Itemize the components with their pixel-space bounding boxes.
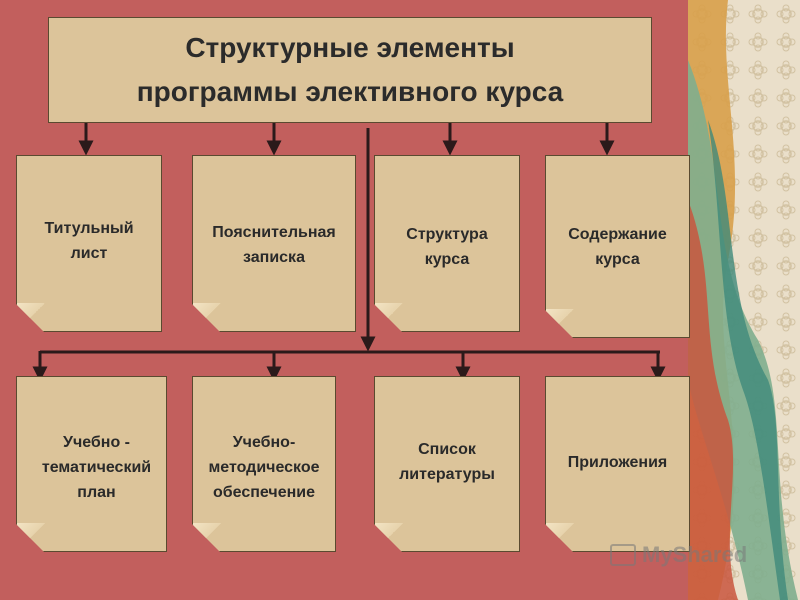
card-title-page: Титульный лист: [16, 155, 162, 332]
watermark-text: MyShared: [642, 542, 748, 567]
card-label: Учебно- методическое обеспечение: [208, 434, 320, 501]
card-explanatory-note: Пояснительная записка: [192, 155, 356, 332]
card-label: Пояснительная записка: [212, 224, 336, 266]
card-label: Структура курса: [406, 226, 488, 268]
title-box: Структурные элементы программы элективно…: [48, 17, 652, 123]
decorative-side-pattern: [688, 0, 800, 600]
card-label: Титульный лист: [44, 220, 134, 262]
card-course-structure: Структура курса: [374, 155, 520, 332]
card-methodical-support: Учебно- методическое обеспечение: [192, 376, 336, 552]
card-label: Приложения: [567, 454, 668, 471]
card-label: Учебно - тематический план: [41, 434, 152, 501]
watermark: MyShared: [610, 540, 780, 570]
card-label: Содержание курса: [568, 226, 667, 268]
card-label: Список литературы: [399, 441, 495, 483]
title-line-1: Структурные элементы: [185, 32, 515, 63]
card-course-content: Содержание курса: [545, 155, 690, 338]
card-appendices: Приложения: [545, 376, 690, 552]
title-line-2: программы элективного курса: [136, 76, 564, 107]
card-literature-list: Список литературы: [374, 376, 520, 552]
presentation-icon: [610, 544, 636, 566]
card-thematic-plan: Учебно - тематический план: [16, 376, 167, 552]
